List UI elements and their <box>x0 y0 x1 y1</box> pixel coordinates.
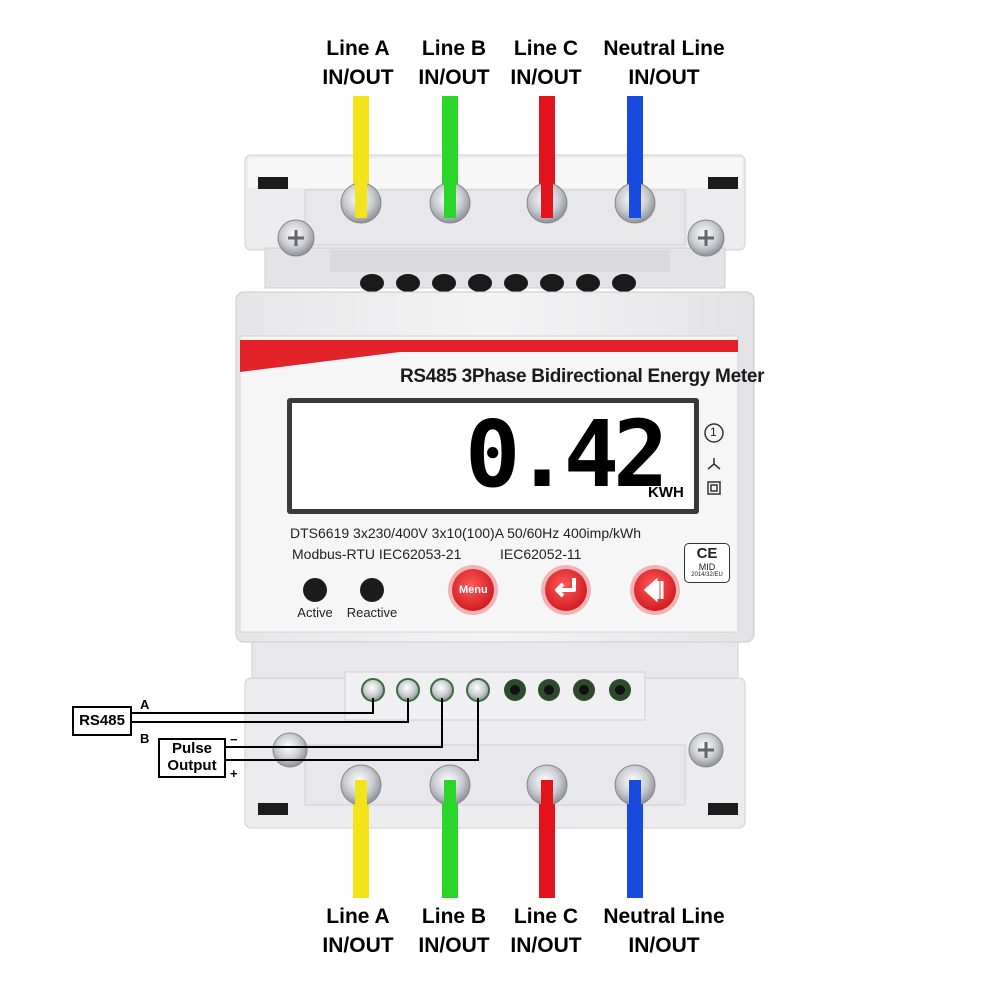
menu-button[interactable] <box>448 565 498 615</box>
pulse-output-box: Pulse Output <box>158 738 226 778</box>
lcd-side-icons <box>704 423 724 495</box>
label-bottom-neutral-1: Neutral Line <box>603 905 725 928</box>
label-bottom-line-a-1: Line A <box>326 905 390 928</box>
label-top-neutral: Neutral Line IN/OUT <box>584 34 744 92</box>
label-bottom-line-c-2: IN/OUT <box>510 934 582 957</box>
bottom-wires-front <box>355 780 641 898</box>
spec-line-2b: IEC62052-11 <box>500 546 582 562</box>
pulse-minus-label: − <box>230 732 238 747</box>
label-bottom-line-b: Line B IN/OUT <box>374 902 534 960</box>
spec-line-1: DTS6619 3x230/400V 3x10(100)A 50/60Hz 40… <box>290 525 641 541</box>
mid-mark: MID <box>698 562 716 572</box>
label-bottom-neutral-2: IN/OUT <box>628 934 700 957</box>
label-top-line-b: Line B IN/OUT <box>374 34 534 92</box>
enter-icon <box>555 578 576 598</box>
top-terminal-screws <box>340 182 656 224</box>
ce-mark: CE <box>696 545 718 562</box>
rs485-b-label: B <box>140 731 150 746</box>
ce-mid-badge: CE MID 2014/32/EU <box>684 543 730 583</box>
reactive-label: Reactive <box>346 605 398 620</box>
label-top-line-c: Line C IN/OUT <box>466 34 626 92</box>
mount-screw-top-right <box>687 219 725 257</box>
top-terminal-block <box>244 154 746 289</box>
lcd-display <box>287 398 699 514</box>
cert-mark: 2014/32/EU <box>691 572 723 578</box>
label-top-line-a-2: IN/OUT <box>322 66 394 89</box>
label-bottom-line-a: Line A IN/OUT <box>278 902 438 960</box>
enter-button[interactable] <box>541 565 591 615</box>
label-bottom-line-b-1: Line B <box>421 905 487 928</box>
label-bottom-line-a-2: IN/OUT <box>322 934 394 957</box>
top-vent-holes <box>360 274 636 292</box>
connection-lines <box>128 698 479 761</box>
label-top-line-b-2: IN/OUT <box>418 66 490 89</box>
pulse-label-1: Pulse <box>171 740 213 757</box>
menu-button-label: Menu <box>459 584 488 596</box>
page-icon <box>643 577 664 603</box>
label-top-neutral-2: IN/OUT <box>628 66 700 89</box>
reactive-led <box>360 578 384 602</box>
device-title: RS485 3Phase Bidirectional Energy Meter <box>400 366 765 387</box>
active-label: Active <box>297 605 333 620</box>
mount-screw-bottom-left <box>272 732 308 768</box>
label-bottom-line-b-2: IN/OUT <box>418 934 490 957</box>
label-top-line-a: Line A IN/OUT <box>278 34 438 92</box>
top-wires-front <box>355 96 641 218</box>
label-top-line-a-1: Line A <box>326 37 390 60</box>
mount-screw-bottom-right <box>688 732 724 768</box>
label-top-neutral-1: Neutral Line <box>603 37 725 60</box>
indicator-1-label: 1 <box>710 425 717 439</box>
bottom-terminal-block <box>244 641 746 829</box>
page-button[interactable] <box>630 565 680 615</box>
display-unit: KWH <box>648 484 684 501</box>
label-bottom-neutral: Neutral Line IN/OUT <box>584 902 744 960</box>
label-bottom-line-c: Line C IN/OUT <box>466 902 626 960</box>
label-top-line-c-1: Line C <box>513 37 579 60</box>
red-stripe <box>240 340 738 372</box>
pulse-label-2: Output <box>167 757 217 774</box>
label-top-line-c-2: IN/OUT <box>510 66 582 89</box>
rs485-a-label: A <box>140 697 150 712</box>
pulse-plus-label: + <box>230 766 238 781</box>
mount-screw-top-left <box>277 219 315 257</box>
active-led <box>303 578 327 602</box>
label-bottom-line-c-1: Line C <box>513 905 579 928</box>
label-top-line-b-1: Line B <box>421 37 487 60</box>
rs485-box: RS485 <box>72 706 132 736</box>
spec-line-2a: Modbus-RTU IEC62053-21 <box>292 546 462 562</box>
display-value: 0.42 <box>465 401 669 508</box>
